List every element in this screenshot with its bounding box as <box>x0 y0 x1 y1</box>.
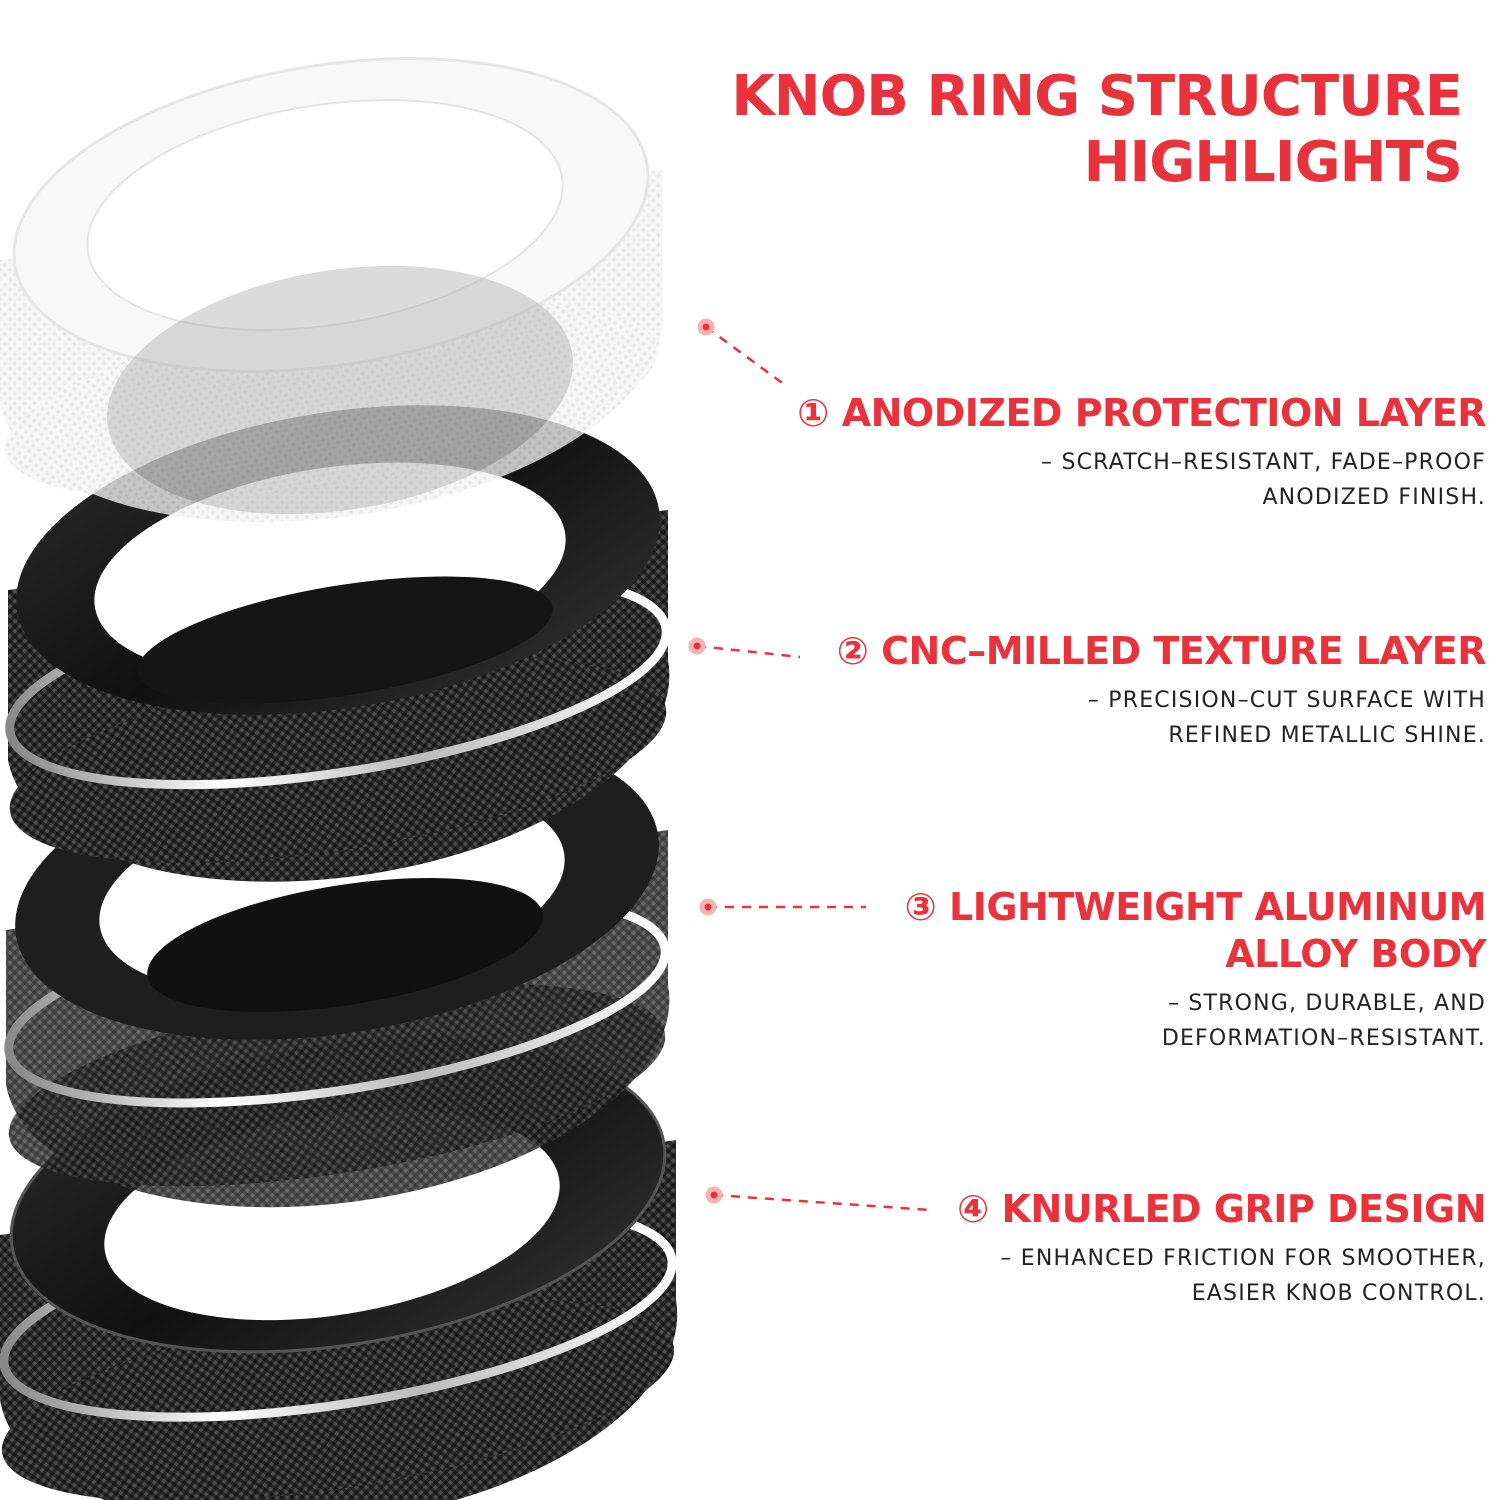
leader-dot <box>688 637 706 655</box>
feature-heading: ④ KNURLED GRIP DESIGN <box>957 1187 1486 1231</box>
feature-knurled-grip: ④ KNURLED GRIP DESIGN – ENHANCED FRICTIO… <box>957 1186 1486 1311</box>
title-line-1: KNOB RING STRUCTURE <box>731 64 1463 129</box>
leader-dot <box>697 318 715 336</box>
knob-ring-illustration <box>0 57 678 1500</box>
title-line-2: HIGHLIGHTS <box>1083 130 1463 195</box>
feature-anodized: ① ANODIZED PROTECTION LAYER – SCRATCH–RE… <box>797 390 1486 515</box>
leader-dot <box>699 898 717 916</box>
feature-cnc-milled: ② CNC–MILLED TEXTURE LAYER – PRECISION–C… <box>836 628 1487 753</box>
feature-description: – ENHANCED FRICTION FOR SMOOTHER,EASIER … <box>1000 1246 1486 1306</box>
feature-heading: ① ANODIZED PROTECTION LAYER <box>797 391 1486 435</box>
leader-dot <box>705 1186 723 1204</box>
page-title: KNOB RING STRUCTURE HIGHLIGHTS <box>731 64 1463 196</box>
feature-heading: ② CNC–MILLED TEXTURE LAYER <box>836 629 1487 673</box>
ring-translucent <box>0 57 663 522</box>
